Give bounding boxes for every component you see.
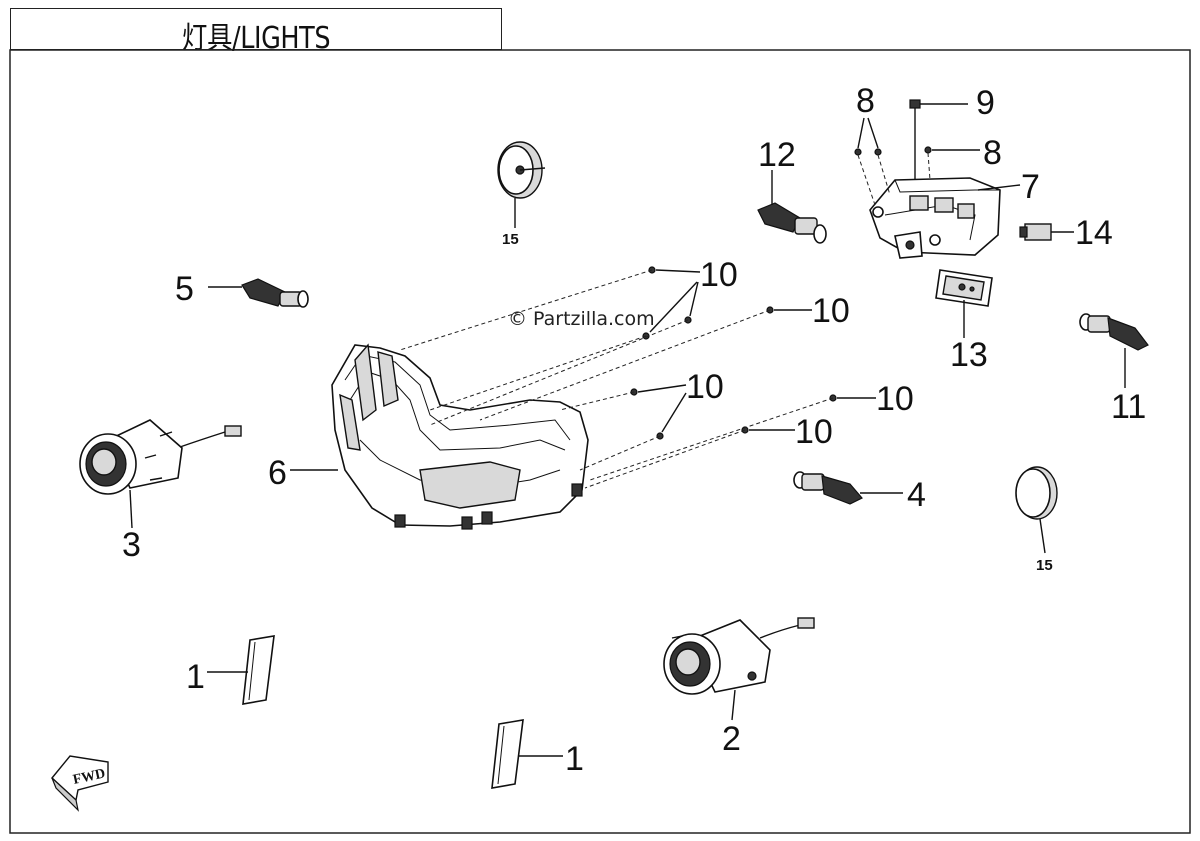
callout-6: 6 <box>268 454 287 492</box>
callout-9: 9 <box>976 84 995 122</box>
callout-8-left: 8 <box>856 82 875 120</box>
callout-10-a: 10 <box>700 256 738 294</box>
callout-14: 14 <box>1075 214 1113 252</box>
part-15-grommet-top[interactable] <box>497 141 546 228</box>
part-2-aux-light[interactable] <box>663 617 815 721</box>
part-3-aux-light[interactable] <box>79 419 242 529</box>
callout-3: 3 <box>122 526 141 564</box>
part-4-turn-signal[interactable] <box>793 471 903 505</box>
part-1-reflector-bottom[interactable] <box>491 719 563 789</box>
callout-4: 4 <box>907 476 926 514</box>
callout-12: 12 <box>758 136 796 174</box>
part-15-lens-right[interactable] <box>1015 466 1058 554</box>
part-1-reflector-left[interactable] <box>207 635 275 705</box>
part-8-nut-right[interactable] <box>924 146 980 181</box>
callout-7: 7 <box>1021 168 1040 206</box>
callout-10-c: 10 <box>686 368 724 406</box>
fwd-arrow-icon: FWD <box>51 755 109 812</box>
callout-11: 11 <box>1111 388 1146 426</box>
callout-13: 13 <box>950 336 988 374</box>
part-12-turn-signal[interactable] <box>757 170 827 244</box>
callout-1-bottom: 1 <box>565 740 584 778</box>
callout-15-right: 15 <box>1036 557 1053 574</box>
callout-10-b: 10 <box>812 292 850 330</box>
part-6-headlight-assembly[interactable] <box>290 343 589 530</box>
part-10-screws[interactable] <box>399 266 876 489</box>
watermark: © Partzilla.com <box>508 308 655 330</box>
callout-10-e: 10 <box>795 413 833 451</box>
part-7-tail-light[interactable] <box>869 177 1021 259</box>
part-5-turn-signal[interactable] <box>208 278 309 308</box>
callout-2: 2 <box>722 720 741 758</box>
part-14-connector[interactable] <box>1019 223 1074 241</box>
callout-1-left: 1 <box>186 658 205 696</box>
callout-8-right: 8 <box>983 134 1002 172</box>
fwd-label: FWD <box>72 766 107 787</box>
diagram-frame <box>9 49 1191 834</box>
callout-5: 5 <box>175 270 194 308</box>
callout-10-d: 10 <box>876 380 914 418</box>
part-13-license-light[interactable] <box>935 269 993 338</box>
callout-15-top: 15 <box>502 231 519 248</box>
part-11-turn-signal[interactable] <box>1079 313 1149 388</box>
part-9-bolt[interactable] <box>909 99 968 180</box>
part-8-nut-left[interactable] <box>854 117 891 206</box>
